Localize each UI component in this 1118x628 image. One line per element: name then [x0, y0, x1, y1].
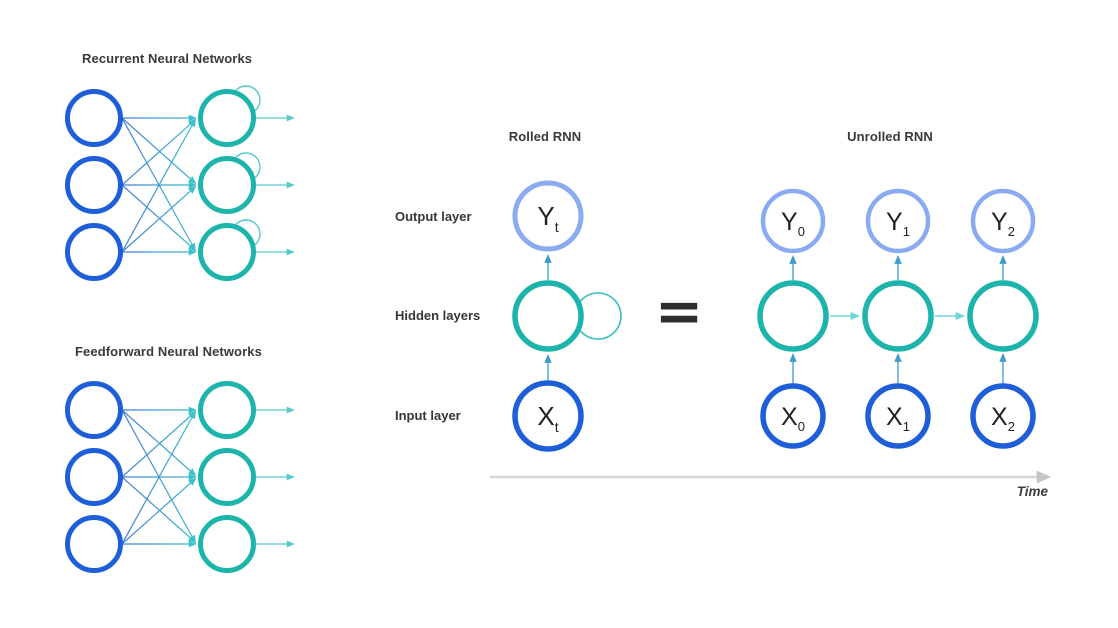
connection-line — [121, 409, 197, 477]
connection-line — [121, 184, 197, 252]
unrolled-output-node-label: Y2 — [991, 208, 1015, 239]
hidden-node-circle — [198, 156, 256, 214]
input-node-circle — [65, 515, 123, 573]
unrolled-input-node-label: X0 — [781, 403, 805, 434]
time-axis-label: Time — [1017, 484, 1049, 499]
connection-line — [121, 476, 197, 544]
rolled-output-node-label: Yt — [537, 201, 558, 235]
unrolled-hidden-node — [862, 280, 934, 352]
unrolled-input-node — [760, 383, 826, 449]
unrolled-output-node-label: Y1 — [886, 208, 910, 239]
unrolled-hidden-node — [967, 280, 1039, 352]
unrolled-input-node — [865, 383, 931, 449]
recurrent-network-diagram — [65, 85, 295, 281]
connection-line — [121, 117, 197, 185]
input-node-circle — [65, 156, 123, 214]
unrolled-input-node — [970, 383, 1036, 449]
connection-line — [121, 410, 197, 478]
hidden-node-circle — [198, 381, 256, 439]
unrolled-output-node-label: Y0 — [781, 208, 805, 239]
unrolled-output-node — [760, 188, 826, 254]
connection-line — [121, 117, 196, 252]
hidden-node-circle — [198, 223, 256, 281]
unrolled-input-node-label: X1 — [886, 403, 910, 434]
rolled-input-node-label: Xt — [537, 401, 558, 435]
output-layer-label: Output layer — [395, 209, 472, 224]
connection-line — [121, 118, 196, 253]
input-node-circle — [65, 381, 123, 439]
hidden-layers-label: Hidden layers — [395, 308, 480, 323]
recurrent-networks-title: Recurrent Neural Networks — [82, 51, 252, 66]
unrolled-hidden-node — [757, 280, 829, 352]
equals-sign: = — [655, 277, 704, 345]
connection-line — [121, 409, 196, 544]
connection-line — [121, 410, 196, 545]
connection-line — [121, 185, 197, 253]
rolled-input-node — [512, 380, 584, 452]
rolled-hidden-node — [512, 280, 584, 352]
connection-line — [121, 477, 197, 545]
input-node-circle — [65, 448, 123, 506]
rolled-rnn-diagram: Yt Xt — [512, 180, 622, 452]
rolled-output-node — [512, 180, 584, 252]
unrolled-input-node-label: X2 — [991, 403, 1015, 434]
hidden-node-circle — [198, 515, 256, 573]
rolled-rnn-title: Rolled RNN — [509, 129, 582, 144]
connection-line — [121, 118, 197, 186]
feedforward-networks-title: Feedforward Neural Networks — [75, 344, 262, 359]
hidden-node-circle — [198, 448, 256, 506]
unrolled-output-node — [970, 188, 1036, 254]
input-node-circle — [65, 223, 123, 281]
unrolled-rnn-diagram: Y0 Y1 Y2 X0 X1 X2 — [757, 188, 1039, 449]
unrolled-rnn-title: Unrolled RNN — [847, 129, 933, 144]
unrolled-output-node — [865, 188, 931, 254]
input-layer-label: Input layer — [395, 408, 461, 423]
feedforward-network-diagram — [65, 381, 295, 573]
hidden-node-circle — [198, 89, 256, 147]
input-node-circle — [65, 89, 123, 147]
